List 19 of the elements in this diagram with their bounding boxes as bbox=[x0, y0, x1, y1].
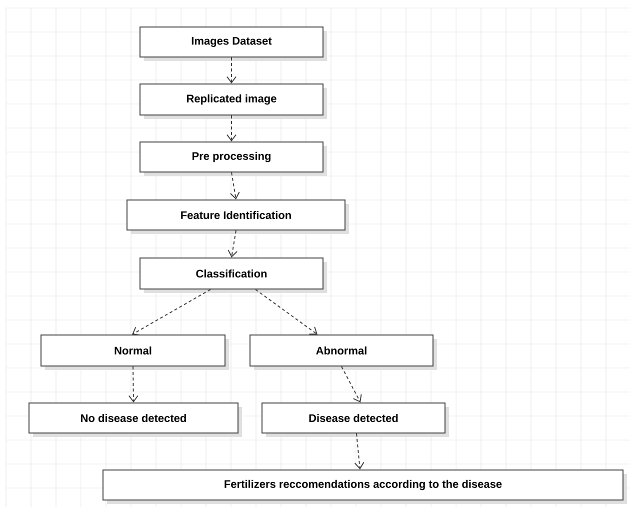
process-box: Classification bbox=[140, 258, 327, 293]
process-box: Feature Identification bbox=[126, 200, 349, 234]
arrow bbox=[341, 366, 362, 402]
arrow bbox=[128, 366, 138, 402]
arrow bbox=[226, 57, 236, 84]
process-box: Images Dataset bbox=[140, 26, 327, 61]
arrow bbox=[230, 172, 240, 200]
arrow bbox=[354, 433, 364, 470]
arrow bbox=[255, 289, 318, 335]
process-box: Normal bbox=[40, 334, 229, 370]
process-box: Fertilizers reccomendations according to the disease bbox=[102, 470, 627, 504]
arrow bbox=[228, 230, 238, 258]
arrow bbox=[132, 289, 211, 336]
process-box: Replicated image bbox=[140, 84, 327, 119]
arrow bbox=[226, 115, 236, 142]
process-box: Abnormal bbox=[250, 334, 437, 370]
process-box: No disease detected bbox=[28, 402, 242, 437]
process-box: Pre processing bbox=[140, 142, 327, 176]
process-box: Disease detected bbox=[262, 402, 449, 437]
